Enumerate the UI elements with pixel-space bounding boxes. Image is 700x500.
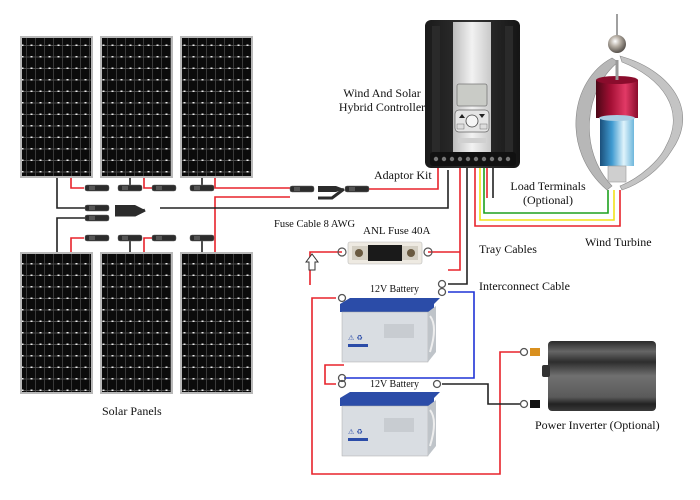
mc4-connector [289, 185, 315, 193]
adaptor-kit-label: Adaptor Kit [374, 168, 432, 182]
battery-negative-wire [448, 168, 468, 285]
controller-lcd-screen [456, 83, 488, 107]
terminal-screw [465, 156, 471, 162]
panel-wire-negative [56, 217, 85, 252]
battery-positive-wire [448, 168, 461, 271]
negative-bus-wire [160, 170, 449, 209]
wind-turbine-label: Wind Turbine [585, 235, 652, 249]
panel-wire-positive [70, 237, 84, 252]
mc4-connector [117, 234, 143, 242]
mc4-connector [84, 214, 110, 222]
turbine-rotor-red [596, 80, 638, 118]
mc4-branch-connector [115, 205, 146, 217]
wind-phase-green [483, 168, 609, 214]
solar-panel [100, 252, 173, 394]
mc4-connector [84, 184, 110, 192]
solar-panel [180, 252, 253, 394]
ring-terminals [337, 279, 529, 409]
terminal-screw [505, 156, 511, 162]
mc4-connector [151, 234, 177, 242]
panel-wire-positive [214, 196, 290, 252]
battery-bottom-label: 12V Battery [370, 379, 419, 390]
controller-terminal-block [430, 152, 516, 166]
controller-ok-button [465, 114, 479, 128]
solar-panels-label: Solar Panels [102, 404, 162, 418]
panel-wire-positive [70, 178, 84, 189]
mc4-connector [84, 204, 110, 212]
anl-fuse [305, 241, 460, 285]
controller-up-button [459, 114, 465, 118]
wind-phase-yellow [479, 168, 615, 221]
hybrid-controller [425, 20, 520, 168]
terminal-screw [473, 156, 479, 162]
controller-label-line1: Wind And Solar [343, 86, 421, 100]
svg-text:⚠ ♻: ⚠ ♻ [348, 428, 363, 436]
mc4-branch-connector [318, 186, 345, 200]
load-terminals-label-line1: Load Terminals [510, 179, 586, 193]
panel-wire-positive [143, 178, 152, 189]
mc4-connector [84, 234, 110, 242]
solar-panel [20, 36, 93, 178]
solar-panel [20, 252, 93, 394]
controller-label: Wind And Solar Hybrid Controller [332, 86, 432, 114]
controller-output-wires [448, 168, 621, 285]
inverter-negative-wire [442, 383, 520, 405]
battery: ⚠ ♻ [340, 298, 440, 363]
panel-wire-positive [143, 237, 152, 252]
terminal-screw [457, 156, 463, 162]
solar-panel [180, 36, 253, 178]
fuse-cable-label: Fuse Cable 8 AWG [274, 219, 356, 230]
power-inverter [530, 341, 656, 411]
controller-label-line2: Hybrid Controller [338, 100, 426, 114]
turbine-blade [619, 55, 683, 191]
power-inverter-label: Power Inverter (Optional) [535, 418, 660, 432]
terminal-screw [449, 156, 455, 162]
adaptor-output-wire [360, 168, 439, 190]
anl-fuse-label: ANL Fuse 40A [363, 225, 431, 237]
load-terminals-label-line2: (Optional) [523, 193, 573, 207]
solar-panel [100, 36, 173, 178]
terminal-screw [489, 156, 495, 162]
mc4-connector [189, 234, 215, 242]
wind-phase-red [474, 168, 621, 227]
arrow-up-icon [305, 253, 319, 271]
svg-text:⚠ ♻: ⚠ ♻ [348, 334, 363, 342]
mc4-connectors [84, 184, 370, 242]
load-terminals-label: Load Terminals (Optional) [502, 179, 594, 207]
mc4-connector [151, 184, 177, 192]
tray-cables-label: Tray Cables [479, 242, 537, 256]
battery: ⚠ ♻ [340, 392, 440, 457]
battery-wiring [311, 291, 520, 475]
panel-wire-positive [214, 178, 290, 189]
mc4-connector [117, 184, 143, 192]
battery-series-positive [324, 364, 344, 385]
terminal-screw [441, 156, 447, 162]
terminal-screw [497, 156, 503, 162]
turbine-rotor-blue [600, 118, 634, 166]
controller-down-button [479, 114, 485, 118]
terminal-screw [481, 156, 487, 162]
panel-wire-negative [56, 178, 85, 209]
battery-main-positive [311, 297, 520, 475]
turbine-top-ball [608, 35, 626, 53]
interconnect-cable-label: Interconnect Cable [479, 279, 570, 293]
mc4-connector [189, 184, 215, 192]
mc4-connector [344, 185, 370, 193]
fuse-cable-wire [309, 251, 342, 285]
interconnect-wire [344, 291, 475, 379]
wind-turbine [575, 14, 683, 191]
battery-top-label: 12V Battery [370, 284, 419, 295]
solar-panel-array [20, 36, 253, 394]
terminal-screw [433, 156, 439, 162]
